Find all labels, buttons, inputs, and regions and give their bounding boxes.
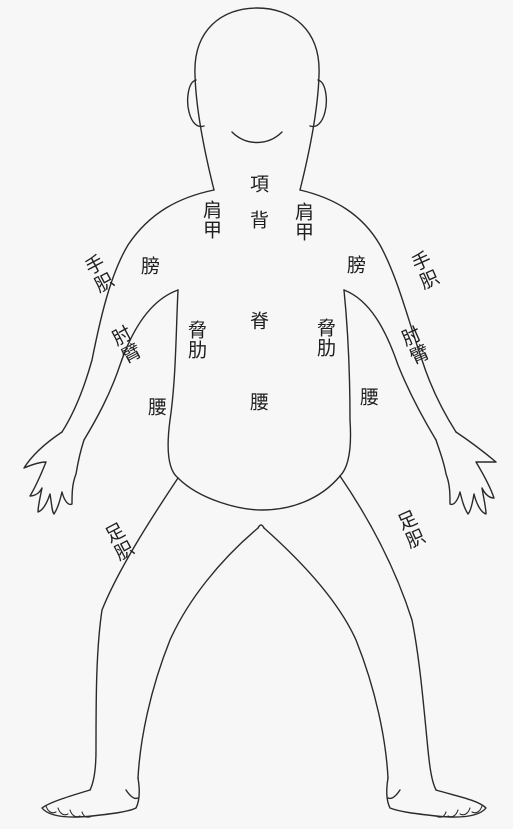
label-back: 背 <box>245 210 269 230</box>
right-foot <box>387 778 486 817</box>
left-foot <box>42 778 139 817</box>
right-hand <box>436 432 496 514</box>
label-waist-left: 腰 <box>143 397 167 417</box>
right-leg-inner <box>264 528 388 778</box>
left-ankle <box>126 790 138 799</box>
left-leg-inner <box>138 528 258 778</box>
right-toes <box>436 806 482 817</box>
left-toes <box>46 806 92 817</box>
label-spine: 脊 <box>245 311 269 331</box>
torso-right <box>340 290 351 476</box>
label-flank-right: 脅肋 <box>312 318 336 358</box>
right-arm-inner <box>344 290 436 440</box>
label-flank-left: 脅肋 <box>183 320 207 360</box>
head-outline <box>195 8 319 190</box>
label-waist-right: 腰 <box>355 387 379 407</box>
right-ankle <box>388 790 400 799</box>
left-hand <box>24 432 84 514</box>
label-upper-arm-right: 膀 <box>342 255 366 275</box>
belly <box>178 476 340 510</box>
label-waist-center: 腰 <box>245 392 269 412</box>
label-upper-arm-left: 膀 <box>136 256 160 276</box>
label-shoulder-blade-right: 肩甲 <box>290 202 314 242</box>
left-leg-outer <box>90 478 178 790</box>
left-arm-inner <box>84 290 178 440</box>
label-nape: 項 <box>245 174 269 194</box>
torso-left <box>168 290 178 478</box>
label-shoulder-blade-left: 肩甲 <box>198 200 222 240</box>
right-leg-outer <box>340 476 436 790</box>
crotch <box>258 525 264 528</box>
left-arm-outer <box>62 190 214 432</box>
mouth <box>232 132 282 143</box>
